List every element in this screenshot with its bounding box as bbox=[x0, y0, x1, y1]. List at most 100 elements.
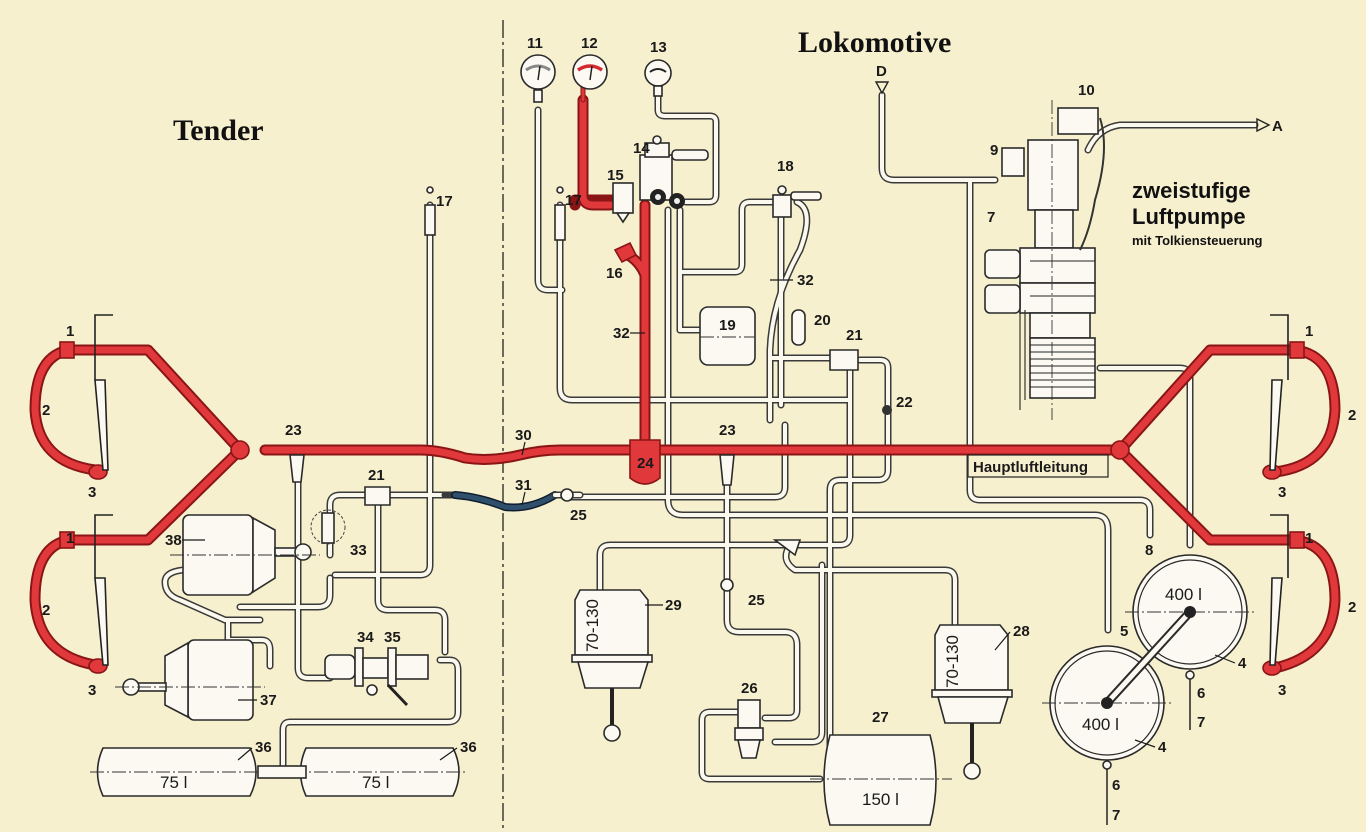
pump-title-line3: mit Tolkiensteuerung bbox=[1132, 233, 1263, 248]
reservoir-connector bbox=[257, 765, 307, 779]
cylinder-28-size: 70-130 bbox=[943, 635, 962, 688]
label-36: 36 bbox=[255, 739, 272, 756]
dirt-collector-24 bbox=[629, 439, 661, 485]
label-36: 36 bbox=[460, 739, 477, 756]
label-27: 27 bbox=[872, 709, 889, 726]
test-connection-17-tender bbox=[424, 186, 436, 236]
label-38: 38 bbox=[165, 532, 182, 549]
pump-title-line2: Luftpumpe bbox=[1132, 204, 1246, 229]
label-10: 10 bbox=[1078, 82, 1095, 99]
label-3: 3 bbox=[88, 682, 96, 699]
label-16: 16 bbox=[606, 265, 623, 282]
gauge-13 bbox=[644, 59, 672, 97]
strainer-loco bbox=[772, 539, 802, 557]
tank-36-right-volume: 75 l bbox=[362, 773, 389, 792]
part-23-tender bbox=[289, 454, 305, 483]
label-3: 3 bbox=[1278, 682, 1286, 699]
valve-21-tender bbox=[364, 486, 391, 506]
label-37: 37 bbox=[260, 692, 277, 709]
tank-27-volume: 150 l bbox=[862, 790, 899, 809]
label-30: 30 bbox=[515, 427, 532, 444]
label-2: 2 bbox=[42, 602, 50, 619]
test-connection-17-loco bbox=[554, 186, 566, 241]
label-29: 29 bbox=[665, 597, 682, 614]
label-32: 32 bbox=[613, 325, 630, 342]
label-5: 5 bbox=[1120, 623, 1128, 640]
label-35: 35 bbox=[384, 629, 401, 646]
tender-title: Tender bbox=[173, 114, 264, 147]
reservoir-36-right bbox=[292, 747, 468, 797]
label-18: 18 bbox=[777, 158, 794, 175]
label-21: 21 bbox=[368, 467, 385, 484]
brake-cylinder-29 bbox=[571, 589, 653, 742]
port-a-label: A bbox=[1272, 118, 1283, 135]
label-2: 2 bbox=[1348, 407, 1356, 424]
label-34: 34 bbox=[357, 629, 374, 646]
label-4: 4 bbox=[1158, 739, 1167, 756]
label-1: 1 bbox=[66, 530, 74, 547]
label-26: 26 bbox=[741, 680, 758, 697]
label-1: 1 bbox=[66, 323, 74, 340]
port-d-label: D bbox=[876, 63, 887, 80]
main-reservoir-upper-volume: 400 l bbox=[1165, 585, 1202, 604]
label-32: 32 bbox=[797, 272, 814, 289]
valve-18 bbox=[772, 185, 822, 218]
cock-25-a bbox=[560, 488, 574, 502]
label-7: 7 bbox=[1197, 714, 1205, 731]
cylinder-29-size: 70-130 bbox=[583, 599, 602, 652]
label-25: 25 bbox=[570, 507, 587, 524]
label-13: 13 bbox=[650, 39, 667, 56]
label-19: 19 bbox=[719, 317, 736, 334]
leader-lines bbox=[182, 279, 1236, 761]
label-12: 12 bbox=[581, 35, 598, 52]
main-air-line bbox=[29, 82, 1341, 676]
main-reservoir-lower-volume: 400 l bbox=[1082, 715, 1119, 734]
main-line-label-box bbox=[967, 454, 1109, 478]
valve-34-35 bbox=[324, 647, 429, 707]
label-6: 6 bbox=[1197, 685, 1205, 702]
label-23: 23 bbox=[285, 422, 302, 439]
label-23: 23 bbox=[719, 422, 736, 439]
auxiliary-pipes bbox=[161, 91, 1259, 783]
cock-25-b bbox=[720, 578, 734, 592]
reservoir-36-left bbox=[90, 747, 265, 797]
label-21: 21 bbox=[846, 327, 863, 344]
label-1: 1 bbox=[1305, 323, 1313, 340]
main-line-label: Hauptluftleitung bbox=[973, 459, 1088, 476]
label-7: 7 bbox=[987, 209, 995, 226]
cock-22 bbox=[882, 405, 892, 415]
part-33 bbox=[310, 509, 346, 545]
reservoir-19 bbox=[699, 306, 756, 366]
reservoir-27 bbox=[810, 734, 952, 826]
label-22: 22 bbox=[896, 394, 913, 411]
valve-26 bbox=[734, 699, 764, 759]
port-d-arrow bbox=[874, 81, 890, 95]
label-24: 24 bbox=[637, 455, 654, 472]
label-14: 14 bbox=[633, 140, 650, 157]
buffer-brackets bbox=[94, 314, 1289, 666]
label-2: 2 bbox=[1348, 599, 1356, 616]
label-8: 8 bbox=[1145, 542, 1153, 559]
label-33: 33 bbox=[350, 542, 367, 559]
label-1: 1 bbox=[1305, 530, 1313, 547]
drivers-brake-valve-14 bbox=[639, 135, 709, 209]
label-20: 20 bbox=[814, 312, 831, 329]
label-3: 3 bbox=[88, 484, 96, 501]
pump-title-line1: zweistufige bbox=[1132, 178, 1251, 203]
hose-31 bbox=[441, 491, 584, 512]
label-15: 15 bbox=[607, 167, 624, 184]
label-9: 9 bbox=[990, 142, 998, 159]
part-23-loco bbox=[719, 454, 735, 486]
label-2: 2 bbox=[42, 402, 50, 419]
port-a-arrow bbox=[1256, 117, 1271, 133]
brake-cylinder-37 bbox=[115, 639, 265, 721]
valve-15 bbox=[612, 182, 634, 224]
label-17: 17 bbox=[436, 193, 453, 210]
label-4: 4 bbox=[1238, 655, 1247, 672]
label-6: 6 bbox=[1112, 777, 1120, 794]
tank-36-left-volume: 75 l bbox=[160, 773, 187, 792]
brake-cylinder-38 bbox=[170, 514, 320, 596]
part-number-labels: 1 2 3 1 2 3 1 2 3 1 2 3 4 4 5 6 6 7 7 7 … bbox=[42, 35, 1356, 824]
label-31: 31 bbox=[515, 477, 532, 494]
